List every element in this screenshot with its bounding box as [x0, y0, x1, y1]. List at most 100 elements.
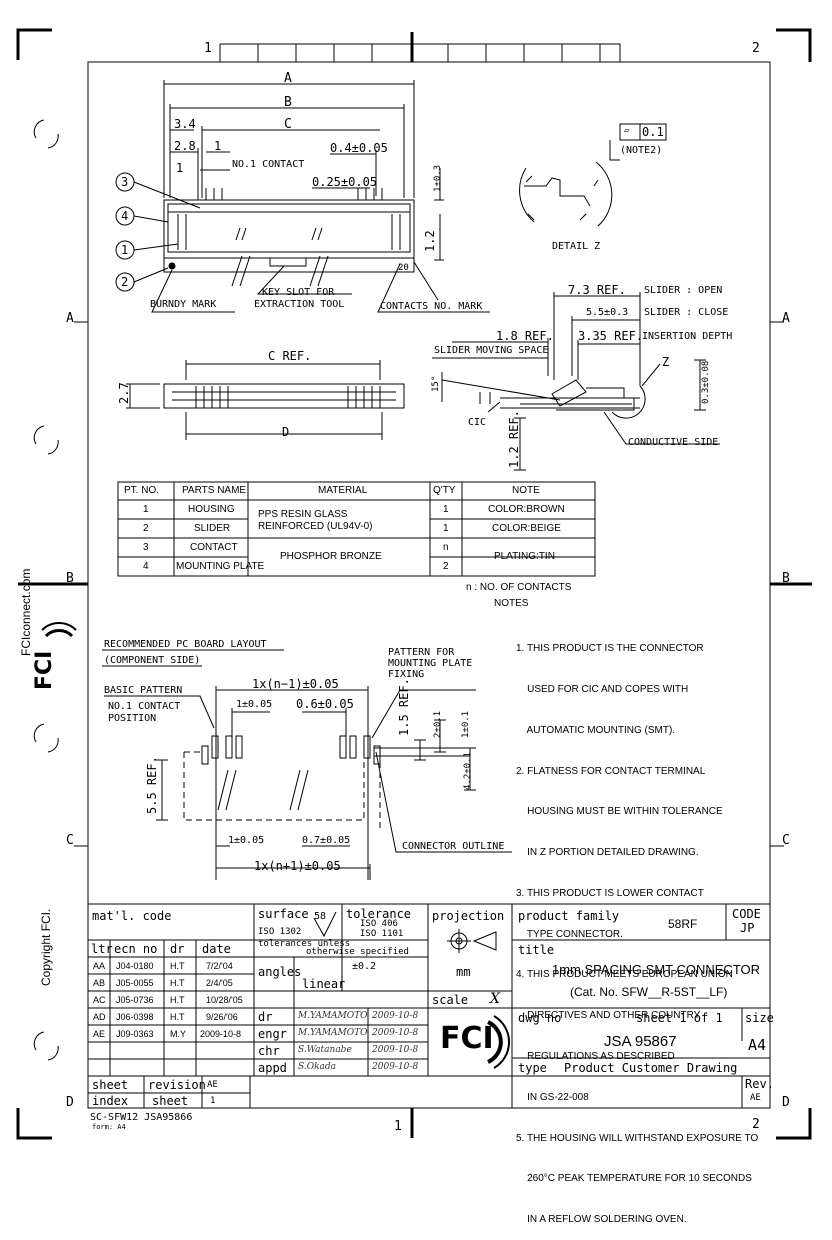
- signer-role: dr: [258, 1010, 273, 1024]
- pcb-dim-5-5-ref: 5.5 REF.: [145, 756, 159, 814]
- pcb-dim-2: 2±0.1: [433, 710, 443, 738]
- notes-list: 1. THIS PRODUCT IS THE CONNECTOR USED FO…: [516, 615, 758, 1240]
- tb-index-val: 1: [210, 1096, 216, 1106]
- rev-dr: H.T: [170, 995, 185, 1005]
- tb-rev-ecn: ecn no: [114, 942, 158, 956]
- note-line: REGULATIONS AS DESCRIBED: [516, 1051, 675, 1062]
- note-line: USED FOR CIC AND COPES WITH: [516, 683, 689, 695]
- zone-left-c: C: [66, 833, 74, 848]
- dim-d: D: [282, 425, 290, 439]
- detail-z-title: DETAIL Z: [552, 241, 601, 252]
- flatness-symbol: ▱: [624, 126, 630, 136]
- tb-fci-logo: FCI: [440, 1021, 494, 1056]
- signer-role: appd: [258, 1061, 287, 1075]
- tb-iso1101: ISO 1101: [360, 929, 404, 939]
- detail-z-geometry: [519, 123, 667, 227]
- dim-c: C: [284, 117, 292, 132]
- tb-size: size: [745, 1011, 774, 1025]
- rev-date: 10/28/'05: [206, 995, 243, 1005]
- dim-2-8: 2.8: [174, 139, 196, 153]
- th-parts-name: PARTS NAME: [182, 485, 247, 496]
- dim-1-2-ref: 1.2 REF.: [507, 410, 521, 468]
- tb-sheet: sheet: [92, 1078, 129, 1092]
- tb-title-main: 1mm SPACING SMT CONNECTOR: [552, 962, 761, 977]
- cell-note-2: COLOR:BEIGE: [492, 523, 561, 534]
- note-line: 1. THIS PRODUCT IS THE CONNECTOR: [516, 643, 704, 655]
- rev-dr: H.T: [170, 1012, 185, 1022]
- cell-qty-2: 1: [443, 523, 449, 534]
- cell-material-a1: PPS RESIN GLASS: [258, 509, 348, 520]
- callout-1: 1: [121, 243, 129, 257]
- pcb-pattern-1: PATTERN FOR: [388, 647, 455, 658]
- label-slider-moving-space: SLIDER MOVING SPACE: [434, 345, 549, 356]
- dim-1-8-ref: 1.8 REF.: [496, 329, 554, 343]
- note-line: 2. FLATNESS FOR CONTACT TERMINAL: [516, 765, 706, 777]
- label-key-slot-1: KEY SLOT FOR: [262, 287, 335, 298]
- rev-date: 2/4/'05: [206, 978, 233, 988]
- note-line: 4. THIS PRODUCT MEETS EUROPEAN UNION: [516, 969, 733, 981]
- tb-index: index: [92, 1094, 129, 1108]
- label-conductive-side: CONDUCTIVE SIDE: [628, 437, 719, 448]
- tb-revision: revision: [148, 1078, 206, 1092]
- rev-dr: M.Y: [170, 1029, 187, 1039]
- flatness-value: 0.1: [642, 125, 664, 139]
- signer-signature: S.Okada: [298, 1062, 337, 1072]
- rev-dr: H.T: [170, 961, 185, 971]
- signer-date: 2009-10-8: [372, 1028, 419, 1038]
- dim-7-3-ref: 7.3 REF.: [568, 283, 626, 297]
- tb-surface: surface: [258, 907, 309, 921]
- tb-dwg-val: JSA 95867: [604, 1033, 677, 1050]
- label-insertion-depth: INSERTION DEPTH: [642, 331, 733, 342]
- pcb-connector-outline: CONNECTOR OUTLINE: [402, 841, 505, 852]
- signer-role: chr: [258, 1044, 280, 1058]
- note2-ref: (NOTE2): [620, 145, 663, 156]
- dim-5-5: 5.5±0.3: [586, 307, 629, 318]
- tb-sheet-rev: AE: [207, 1080, 218, 1090]
- signer-signature: M.YAMAMOTO: [298, 1028, 368, 1038]
- zone-left-d: D: [66, 1095, 74, 1110]
- pcb-title: RECOMMENDED PC BOARD LAYOUT: [104, 639, 267, 650]
- label-cic: CIC: [468, 417, 487, 428]
- dim-1-03: 1±0.3: [433, 164, 443, 192]
- pcb-subtitle: (COMPONENT SIDE): [104, 655, 201, 666]
- tb-angles: angles: [258, 965, 302, 979]
- callout-4: 4: [121, 209, 129, 223]
- footer-form-1: SC-SFW12 JSA95866: [90, 1112, 193, 1123]
- tb-rev-val: AE: [750, 1093, 761, 1103]
- note-line: TYPE CONNECTOR.: [516, 928, 623, 940]
- rev-date: 9/26/'06: [206, 1012, 238, 1022]
- pcb-dim-bottom-07: 0.7±0.05: [302, 835, 351, 846]
- dim-c-ref: C REF.: [268, 349, 312, 363]
- rev-ecn: J05-0736: [116, 995, 154, 1005]
- note-line: IN GS-22-008: [516, 1091, 589, 1103]
- top-view-connector: [115, 80, 490, 313]
- cell-note-3: PLATING:TIN: [494, 551, 555, 562]
- side-view: [432, 292, 720, 471]
- pcb-pattern-3: FIXING: [388, 669, 425, 680]
- tb-size-val: A4: [748, 1036, 767, 1054]
- dim-3-4: 3.4: [174, 117, 196, 131]
- rev-date: 7/2/'04: [206, 961, 233, 971]
- side-logo-arcs: [41, 621, 77, 638]
- th-material: MATERIAL: [318, 485, 368, 496]
- dim-3-35-ref: 3.35 REF.: [578, 329, 644, 343]
- pcb-pattern-2: MOUNTING PLATE: [388, 658, 473, 669]
- rev-ecn: J09-0363: [116, 1029, 154, 1039]
- zone-bottom-1: 1: [394, 1119, 402, 1134]
- zone-left-b: B: [66, 571, 74, 586]
- footer-form-2: form: A4: [92, 1123, 126, 1131]
- note-line: IN Z PORTION DETAILED DRAWING.: [516, 847, 699, 859]
- zone-left-a: A: [66, 311, 74, 326]
- zone-right-b: B: [782, 571, 790, 586]
- side-copyright: Copyright FCI.: [39, 908, 53, 986]
- zone-right-c: C: [782, 833, 790, 848]
- side-fci-logo: FCI: [32, 650, 57, 690]
- cell-pt-3: 3: [143, 542, 149, 553]
- tb-scale-val: X: [490, 991, 500, 1007]
- tb-title-sub: (Cat. No. SFW__R-5ST__LF): [570, 985, 728, 999]
- dim-0-3: 0.3±0.08: [701, 360, 711, 404]
- rev-ecn: J06-0398: [116, 1012, 154, 1022]
- tb-scale: scale: [432, 993, 469, 1007]
- pcb-dim-bottom-1: 1±0.05: [228, 835, 265, 846]
- signer-date: 2009-10-8: [372, 1062, 419, 1072]
